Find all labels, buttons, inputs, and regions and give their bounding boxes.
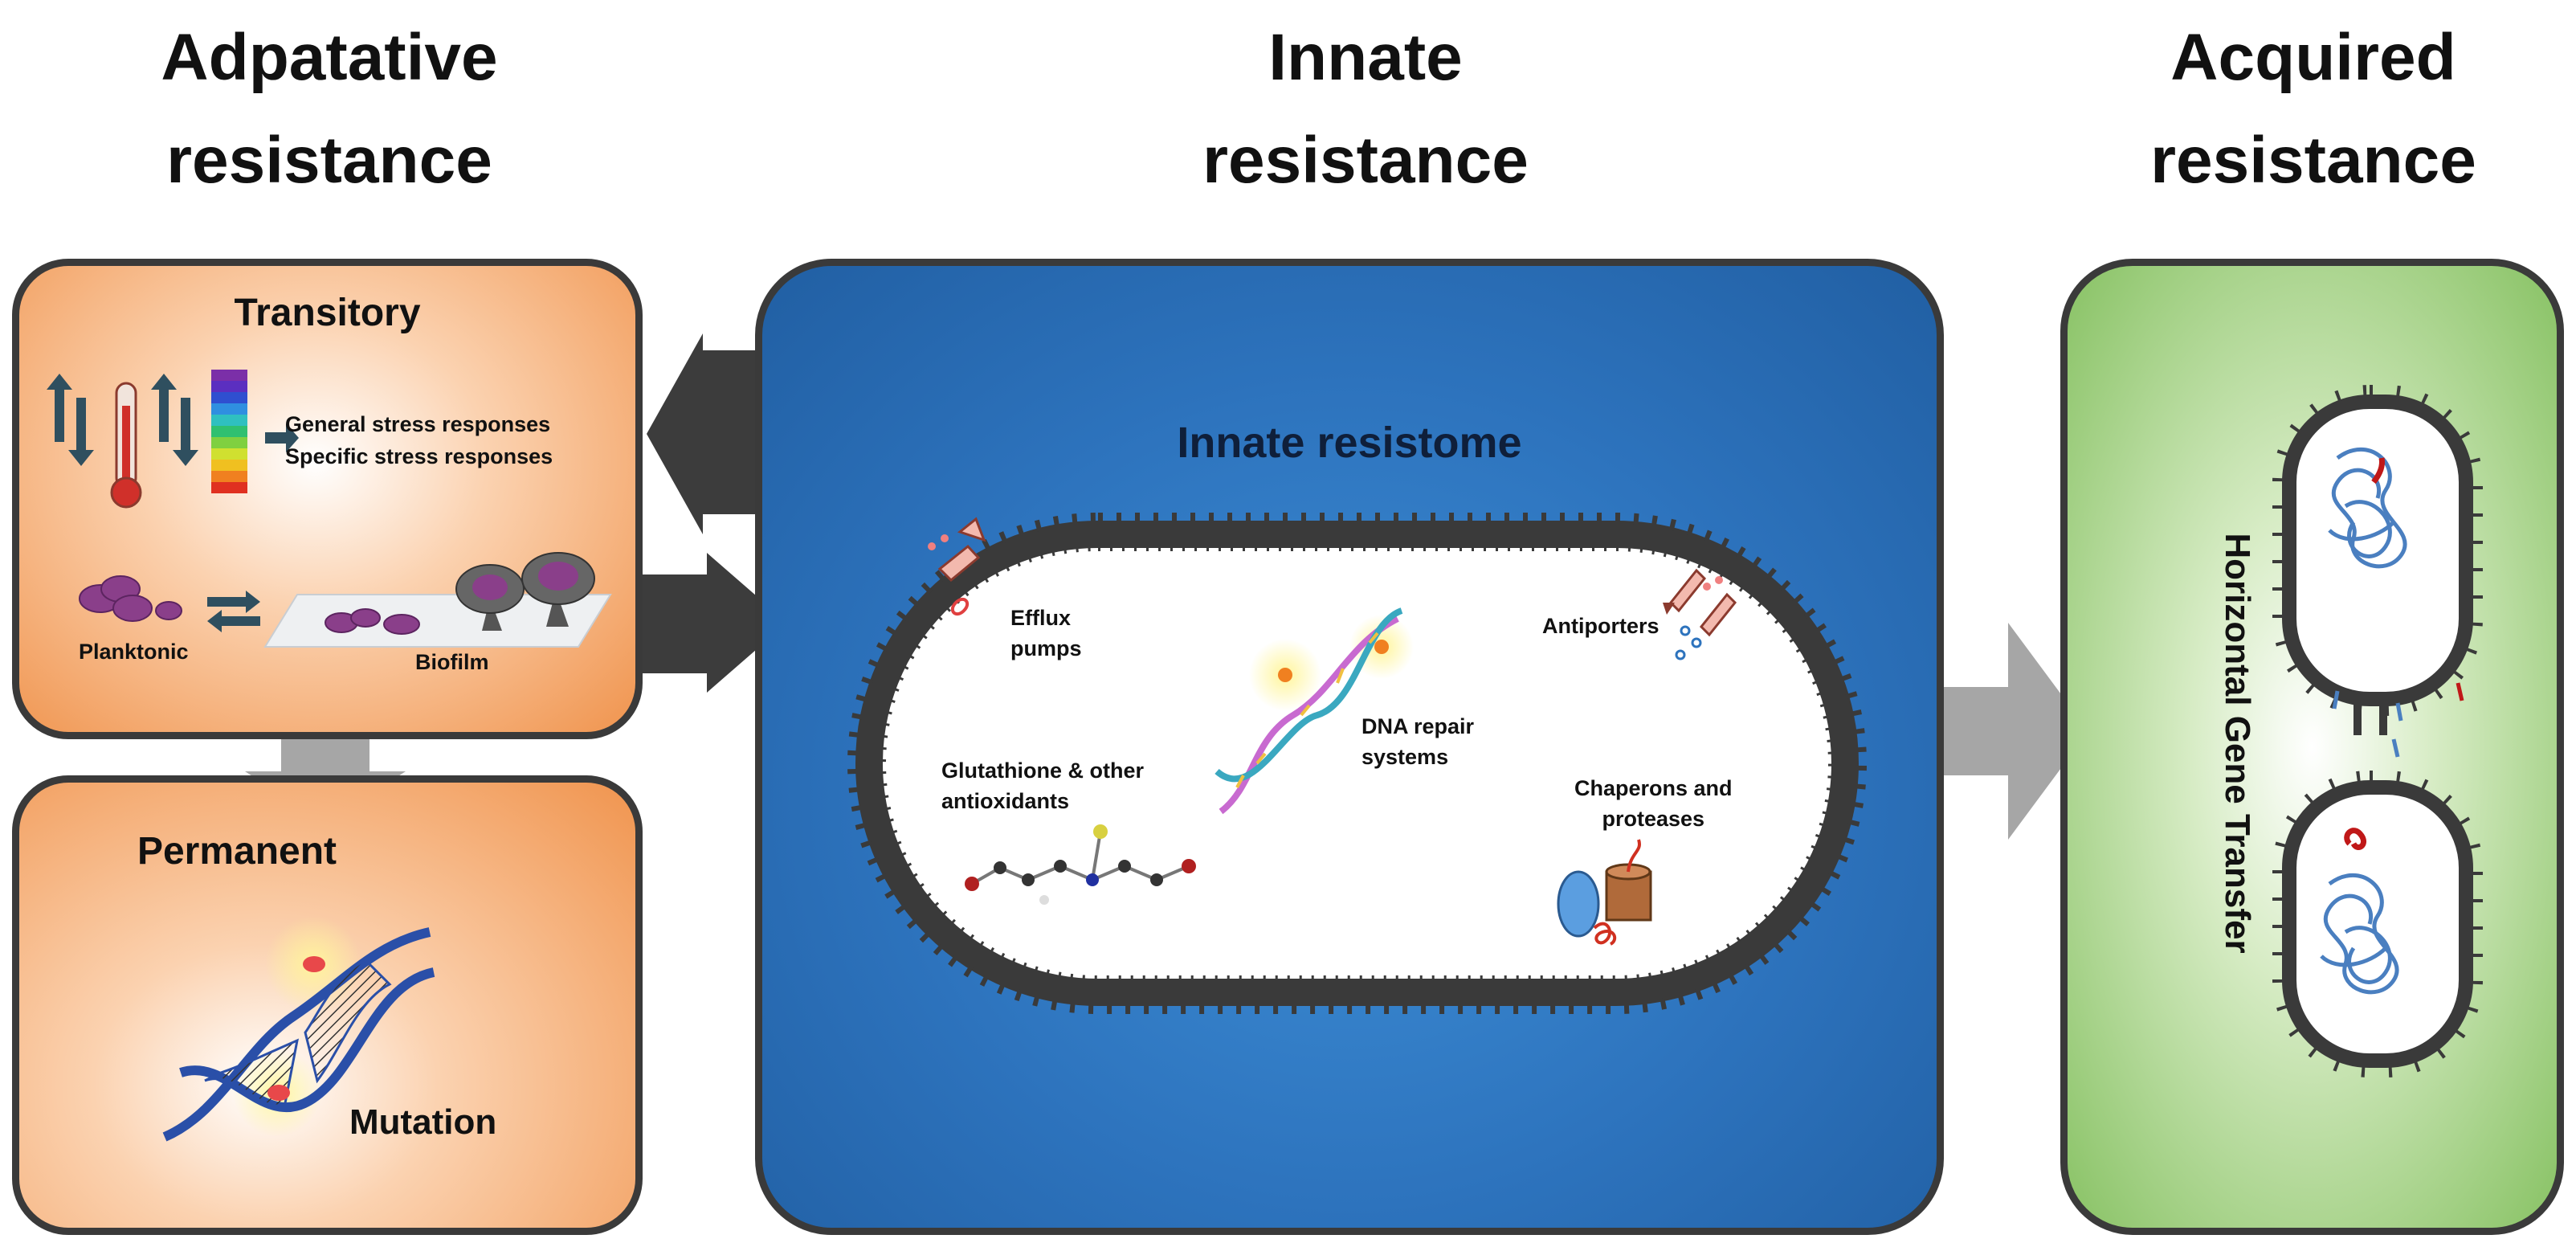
chaperon-protease-icon (1557, 839, 1652, 946)
glutathione-molecule-icon (965, 824, 1196, 905)
antioxidants-line: antioxidants (941, 789, 1070, 813)
arrow-right-icon (265, 423, 299, 452)
antiporter-icon (1663, 568, 1737, 660)
innate-resistance-heading: Innate resistance (1084, 6, 1647, 212)
biofilm-mushroom-icon (455, 552, 595, 631)
planktonic-cells-icon (79, 575, 182, 622)
biofilm-label: Biofilm (415, 650, 489, 674)
dna-repair-line: DNA repair (1361, 714, 1475, 738)
pumps-line: pumps (1010, 636, 1082, 660)
permanent-title: Permanent (137, 830, 337, 873)
up-down-arrows-icon (151, 374, 198, 466)
heading-line: resistance (2150, 124, 2476, 197)
efflux-pumps-label: Efflux pumps (1010, 603, 1082, 664)
up-down-arrows-icon (47, 374, 94, 466)
antiporters-label: Antiporters (1542, 614, 1659, 638)
exchange-arrows-icon (207, 591, 260, 632)
arrow-left-dark (647, 333, 787, 534)
bacterial-cell (847, 513, 1867, 1014)
dna-fragment-icon (2332, 682, 2464, 758)
donor-cell-icon (2272, 385, 2483, 735)
efflux-line: Efflux (1010, 606, 1072, 630)
general-stress-label: General stress responses (285, 412, 551, 436)
heading-line: resistance (166, 124, 492, 197)
ph-scale-icon (211, 370, 247, 493)
biofilm-cells-icon (325, 608, 420, 635)
stress-stimuli-icons (47, 370, 299, 509)
planktonic-biofilm-illustration (79, 552, 612, 648)
specific-stress-label: Specific stress responses (285, 444, 553, 468)
systems-line: systems (1361, 745, 1449, 769)
recipient-cell-icon (2272, 771, 2483, 1077)
planktonic-label: Planktonic (79, 640, 189, 664)
heading-line: resistance (1202, 124, 1529, 197)
acquired-resistance-heading: Acquired resistance (2056, 6, 2570, 212)
arrow-right-dark (627, 553, 787, 693)
arrow-right-grey (1944, 623, 2088, 840)
biofilm-surface (263, 594, 612, 648)
mutation-label: Mutation (349, 1102, 497, 1142)
mutation-dna-illustration (162, 916, 435, 1142)
horizontal-gene-transfer-label: Horizontal Gene Transfer (2218, 533, 2257, 954)
adaptative-resistance-heading: Adpatative resistance (48, 6, 610, 212)
glutathione-label: Glutathione & other antioxidants (941, 755, 1144, 816)
gene-transfer-cells (2272, 385, 2483, 1077)
innate-resistome-title: Innate resistome (1177, 419, 1522, 467)
efflux-pump-icon (928, 517, 986, 616)
glutathione-line: Glutathione & other (941, 758, 1144, 783)
transitory-title: Transitory (234, 292, 421, 334)
dna-helix-icon (1215, 607, 1414, 815)
stress-responses-text: General stress responses Specific stress… (285, 408, 553, 472)
chaperons-label: Chaperons and proteases (1574, 773, 1733, 834)
thermometer-icon (110, 382, 142, 509)
heading-line: Acquired (2170, 21, 2456, 94)
chaperons-line: Chaperons and (1574, 776, 1733, 800)
heading-line: Adpatative (161, 21, 498, 94)
proteases-line: proteases (1602, 807, 1705, 831)
dna-repair-label: DNA repair systems (1361, 711, 1474, 772)
heading-line: Innate (1268, 21, 1463, 94)
